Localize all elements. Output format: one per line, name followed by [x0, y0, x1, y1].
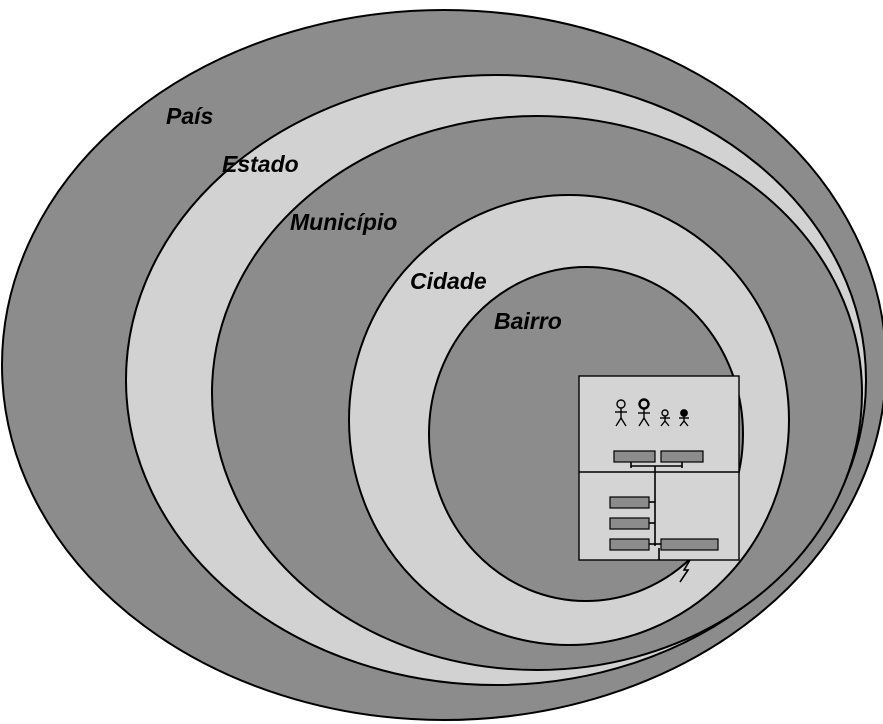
- lower-box-1: [609, 496, 650, 509]
- lower-right-box: [660, 538, 719, 551]
- upper-right-box: [660, 450, 704, 463]
- lower-box-3: [609, 538, 650, 551]
- lightning-icon: [679, 559, 691, 583]
- label-bairro: Bairro: [494, 308, 562, 334]
- boy-figure-icon: [660, 409, 670, 427]
- label-pais: País: [166, 103, 213, 129]
- man-figure-icon: [615, 399, 627, 427]
- house-outline: [578, 375, 740, 561]
- label-cidade: Cidade: [410, 268, 487, 294]
- lower-box-2: [609, 517, 650, 530]
- upper-left-box: [613, 450, 656, 463]
- label-estado: Estado: [222, 151, 299, 177]
- woman-figure-icon: [638, 398, 650, 427]
- girl-figure-icon: [679, 409, 689, 427]
- label-municipio: Município: [290, 209, 397, 235]
- household-icon: [578, 375, 740, 583]
